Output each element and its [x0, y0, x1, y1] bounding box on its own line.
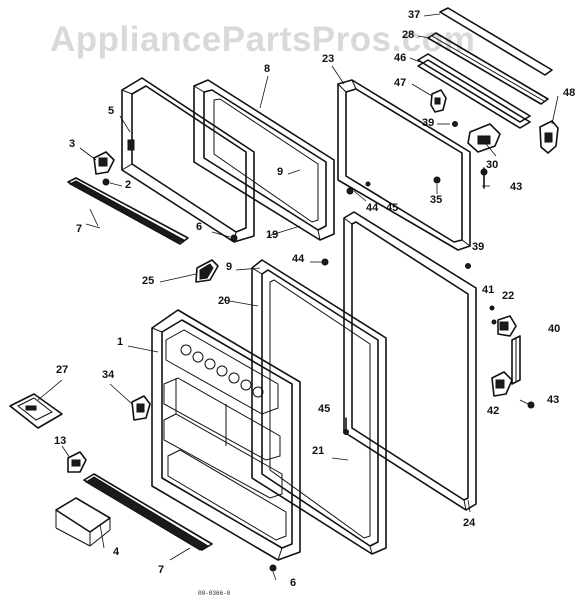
part-label-28: 28	[402, 29, 415, 41]
part-label-6-top: 6	[196, 221, 203, 233]
plug-45-top	[365, 181, 371, 187]
door-handle-40	[511, 335, 521, 385]
part-label-48: 48	[563, 87, 576, 99]
part-label-7-top: 7	[76, 223, 83, 235]
part-label-43-right: 43	[547, 394, 560, 406]
part-label-3: 3	[69, 138, 76, 150]
part-label-4: 4	[113, 546, 120, 558]
part-label-44-top: 44	[366, 202, 379, 214]
part-label-39-top: 39	[422, 117, 435, 129]
part-label-23: 23	[322, 53, 335, 65]
part-label-40: 40	[548, 323, 561, 335]
part-label-20: 20	[218, 295, 231, 307]
screw-6-top	[211, 231, 238, 242]
part-label-21: 21	[312, 445, 325, 457]
part-label-13: 13	[54, 435, 67, 447]
part-label-22: 22	[502, 290, 515, 302]
freezer-door-5	[121, 77, 255, 243]
hinge-pin-3	[93, 151, 115, 175]
screw-6-bottom	[269, 564, 277, 581]
handle-cap-4	[55, 497, 111, 547]
part-label-43-top: 43	[510, 181, 523, 193]
freezer-door-frame-23	[337, 79, 471, 251]
part-label-8: 8	[264, 63, 271, 75]
part-label-47: 47	[394, 77, 407, 89]
plug-44-top	[346, 187, 367, 202]
part-label-30: 30	[486, 159, 499, 171]
trim-strip-28	[427, 32, 549, 105]
part-label-46: 46	[394, 52, 407, 64]
part-label-7-bottom: 7	[158, 564, 165, 576]
shelf-retainer-34	[131, 395, 151, 421]
part-label-37: 37	[408, 9, 421, 21]
part-label-5: 5	[108, 105, 115, 117]
clip-47	[430, 89, 447, 113]
fresh-food-door-1	[151, 309, 301, 561]
part-label-42: 42	[487, 405, 500, 417]
fresh-food-door-panel-24	[343, 211, 477, 511]
egg-tray-cups	[180, 344, 264, 398]
part-label-45-top: 45	[386, 202, 399, 214]
butter-compartment-27	[9, 393, 63, 429]
fresh-food-gasket-20	[251, 259, 387, 555]
hinge-22	[497, 315, 517, 337]
part-label-9-top: 9	[277, 166, 284, 178]
part-label-2: 2	[125, 179, 132, 191]
part-label-27: 27	[56, 364, 69, 376]
screw-41	[489, 305, 497, 325]
part-label-34: 34	[102, 369, 115, 381]
part-label-1: 1	[117, 336, 124, 348]
part-label-6-bottom: 6	[290, 577, 297, 589]
part-label-41: 41	[482, 284, 495, 296]
clip-45-mid	[343, 417, 349, 435]
part-label-44-mid: 44	[292, 253, 305, 265]
part-label-35: 35	[430, 194, 443, 206]
handle-bracket-48	[539, 120, 559, 154]
trim-strip-37	[439, 7, 553, 76]
screw-43-right	[519, 399, 535, 409]
hinge-cap-13	[67, 451, 87, 473]
freezer-door-gasket-8	[193, 79, 335, 241]
screw-35	[433, 176, 441, 194]
part-label-25: 25	[142, 275, 155, 287]
hinge-30	[467, 123, 501, 153]
drawing-code: 00-0366-0	[198, 590, 231, 597]
door-handle-7	[83, 473, 213, 551]
part-label-19: 19	[266, 229, 279, 241]
part-label-39-mid: 39	[472, 241, 485, 253]
trim-strip-46	[417, 53, 531, 129]
freezer-handle-7	[67, 177, 189, 245]
screw-2	[102, 178, 123, 187]
hinge-42	[491, 371, 513, 397]
screw-39-mid	[465, 263, 471, 269]
hinge-cover-25	[195, 259, 219, 283]
part-label-9-mid: 9	[226, 261, 233, 273]
screw-39-top	[452, 121, 458, 127]
leader-lines	[37, 13, 559, 561]
part-label-24: 24	[463, 517, 476, 529]
part-label-45-mid: 45	[318, 403, 331, 415]
screw-43-top	[480, 167, 488, 189]
plug-44-mid	[321, 258, 329, 266]
